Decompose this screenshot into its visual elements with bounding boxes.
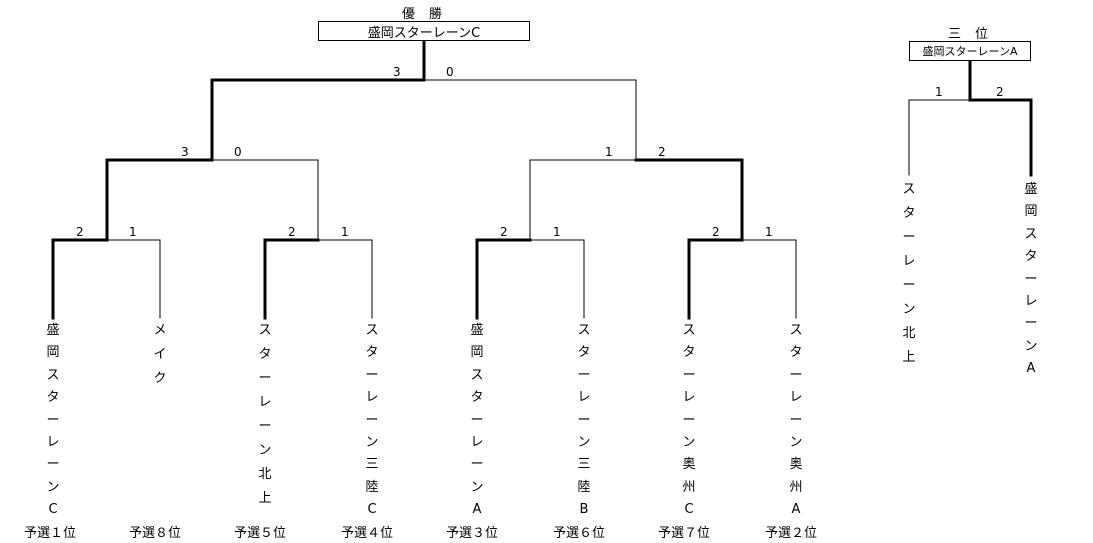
qf2-score-left: 2	[288, 225, 296, 239]
team-rank-8: 予選２位	[765, 526, 818, 541]
bracket-line-q3-winner	[475, 238, 532, 320]
team-rank-2: 予選８位	[129, 526, 182, 541]
bracket-line-q2-winner	[263, 238, 320, 320]
champion-name: 盛岡スターレーンC	[367, 25, 481, 41]
semi2-score-left: 1	[605, 145, 613, 159]
semi2-score-right: 2	[658, 145, 666, 159]
team-rank-6: 予選６位	[553, 526, 606, 541]
final-score-right: 0	[446, 65, 454, 79]
third-place-title: 三位	[948, 27, 1003, 42]
semi1-score-right: 0	[234, 145, 242, 159]
team-name-2: メイク	[153, 323, 167, 386]
bracket-line-q1-loser	[106, 239, 161, 319]
qf1-score-left: 2	[76, 225, 84, 239]
bracket-line-s2-winner	[634, 158, 744, 242]
bracket-line-s1-winner	[105, 158, 214, 242]
team-rank-1: 予選１位	[24, 526, 77, 541]
team-name-3: スターレーン北上	[258, 323, 272, 506]
third-score-left: 1	[935, 85, 943, 99]
bracket-line-s1-loser	[211, 159, 319, 241]
champion-box: 盛岡スターレーンC	[318, 21, 530, 41]
bracket-line-final-loser	[423, 79, 637, 161]
bracket-line-q1-winner	[51, 238, 109, 320]
qf1-score-right: 1	[129, 225, 137, 239]
qf2-score-right: 1	[341, 225, 349, 239]
bracket-line-third-winner	[968, 98, 1033, 177]
team-rank-5: 予選３位	[446, 526, 499, 541]
third-place-winner: 盛岡スターレーンA	[922, 45, 1018, 58]
bracket-line-q4-loser	[741, 239, 797, 319]
third-team-name-1: スターレーン北上	[902, 182, 916, 365]
team-rank-4: 予選４位	[341, 526, 394, 541]
bracket-line-final-winner	[210, 78, 426, 162]
team-rank-3: 予選５位	[234, 526, 287, 541]
team-rank-7: 予選７位	[658, 526, 711, 541]
bracket-line-q3-loser	[529, 239, 585, 319]
final-title: 優勝	[402, 7, 457, 22]
bracket-line-q2-loser	[317, 239, 373, 319]
qf4-score-left: 2	[712, 225, 720, 239]
final-score-left: 3	[393, 65, 401, 79]
semi1-score-left: 3	[181, 145, 189, 159]
third-score-right: 2	[996, 85, 1004, 99]
bracket-line-q4-winner	[687, 238, 744, 320]
bracket-line-s2-loser	[529, 159, 637, 241]
qf3-score-left: 2	[500, 225, 508, 239]
bracket-line-third-loser	[908, 99, 971, 176]
qf4-score-right: 1	[765, 225, 773, 239]
qf3-score-right: 1	[553, 225, 561, 239]
third-place-box: 盛岡スターレーンA	[909, 41, 1031, 61]
